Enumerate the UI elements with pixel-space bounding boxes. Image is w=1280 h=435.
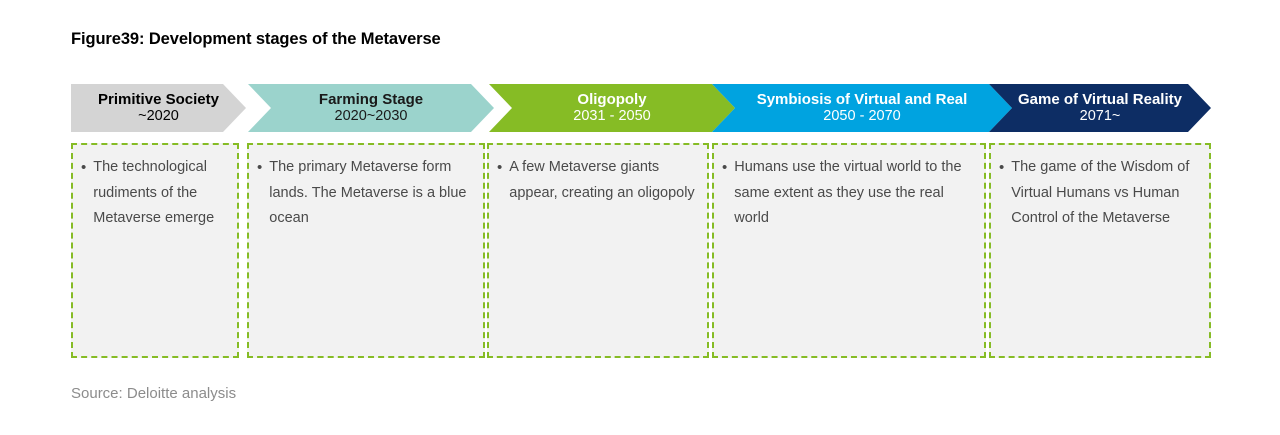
bullet-icon: •: [81, 159, 87, 176]
detail-box-symbiosis-of-virtual-and-real: • Humans use the virtual world to the sa…: [712, 143, 986, 358]
detail-box-primitive-society: • The technological rudiments of the Met…: [71, 143, 239, 358]
stage-chevron-game-of-virtual-reality[interactable]: Game of Virtual Reality 2071~: [989, 84, 1211, 132]
stage-title: Symbiosis of Virtual and Real: [756, 91, 968, 108]
stage-period: ~2020: [138, 108, 179, 124]
stage-period: 2020~2030: [334, 108, 408, 124]
stage-chevron-farming-stage[interactable]: Farming Stage 2020~2030: [248, 84, 494, 132]
list-item: • A few Metaverse giants appear, creatin…: [497, 155, 699, 206]
detail-text: The primary Metaverse form lands. The Me…: [269, 159, 467, 226]
detail-box-farming-stage: • The primary Metaverse form lands. The …: [247, 143, 485, 358]
stage-period: 2071~: [1079, 108, 1121, 124]
stage-period: 2031 - 2050: [573, 108, 651, 124]
source-note: Source: Deloitte analysis: [71, 385, 237, 402]
detail-text: A few Metaverse giants appear, creating …: [509, 159, 695, 201]
stage-chevron-band: Primitive Society ~2020 Farming Stage 20…: [71, 84, 1211, 132]
page-title: Figure39: Development stages of the Meta…: [71, 30, 441, 48]
detail-text: Humans use the virtual world to the same…: [734, 159, 962, 226]
detail-box-game-of-virtual-reality: • The game of the Wisdom of Virtual Huma…: [989, 143, 1211, 358]
bullet-icon: •: [497, 159, 503, 176]
stage-chevron-primitive-society[interactable]: Primitive Society ~2020: [71, 84, 246, 132]
stage-title: Game of Virtual Reality: [1018, 91, 1182, 108]
list-item: • Humans use the virtual world to the sa…: [722, 155, 976, 232]
stage-chevron-oligopoly[interactable]: Oligopoly 2031 - 2050: [489, 84, 735, 132]
detail-text: The technological rudiments of the Metav…: [93, 159, 215, 226]
bullet-icon: •: [999, 159, 1005, 176]
stage-title: Primitive Society: [98, 91, 219, 108]
detail-box-oligopoly: • A few Metaverse giants appear, creatin…: [487, 143, 709, 358]
stage-detail-boxes: • The technological rudiments of the Met…: [71, 143, 1211, 358]
stage-chevron-symbiosis-of-virtual-and-real[interactable]: Symbiosis of Virtual and Real 2050 - 207…: [712, 84, 1012, 132]
list-item: • The technological rudiments of the Met…: [81, 155, 229, 232]
bullet-icon: •: [257, 159, 263, 176]
detail-text: The game of the Wisdom of Virtual Humans…: [1011, 159, 1190, 226]
stage-period: 2050 - 2070: [823, 108, 901, 124]
list-item: • The game of the Wisdom of Virtual Huma…: [999, 155, 1201, 232]
stage-title: Farming Stage: [318, 91, 424, 108]
stage-title: Oligopoly: [577, 91, 647, 108]
list-item: • The primary Metaverse form lands. The …: [257, 155, 475, 232]
bullet-icon: •: [722, 159, 728, 176]
